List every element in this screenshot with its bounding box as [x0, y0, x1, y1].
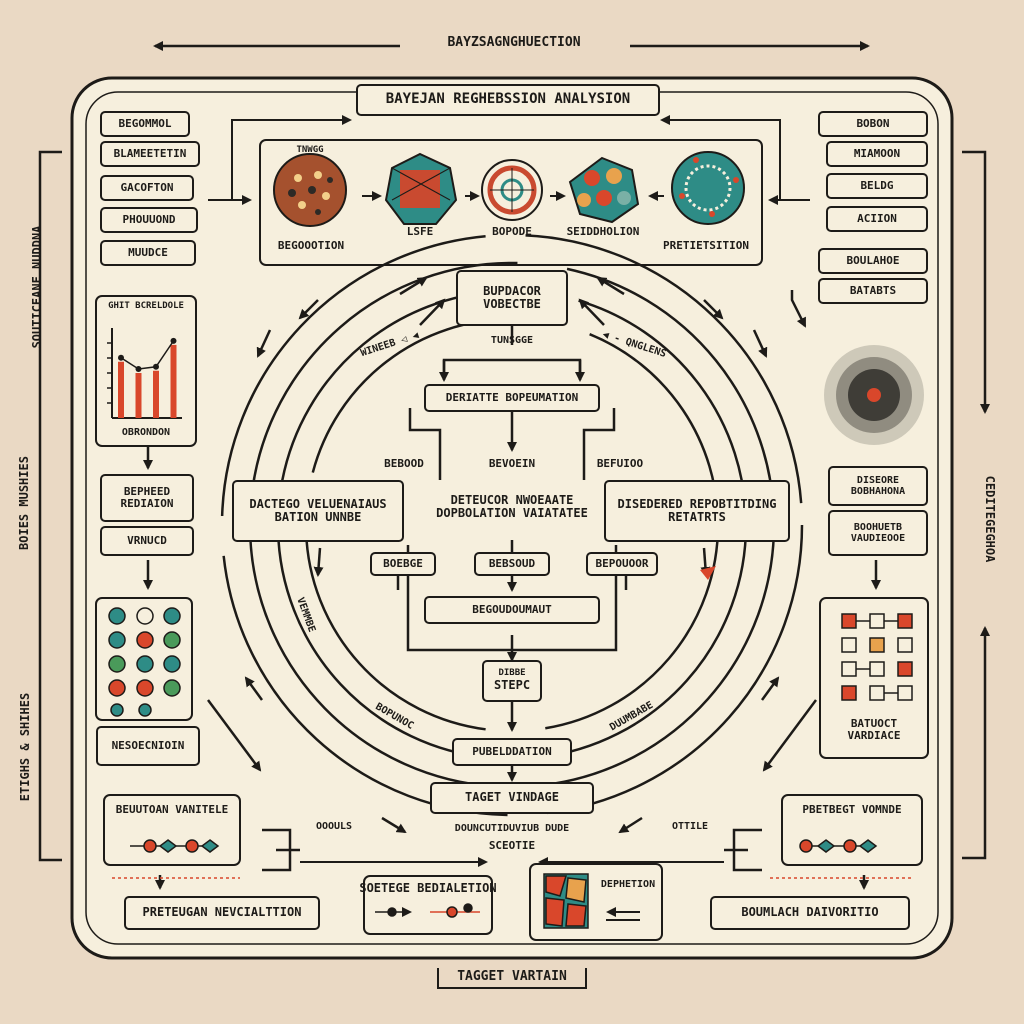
right-box-3: BATUOCT VARDIACE	[847, 717, 901, 742]
right-box-2: BOOHUETB VAUDIEOOE	[828, 510, 928, 556]
network-icon-5	[671, 151, 745, 225]
bottom-mid-right-label: DEPHETION	[600, 879, 656, 890]
left-box-3: NESOECNIOIN	[96, 726, 200, 766]
center-small-right2: BEPOUOOR	[586, 552, 658, 576]
bottom-mid-left-panel	[363, 875, 493, 935]
center-steps-small: DIBBE	[498, 668, 526, 679]
chart-bar-2	[135, 373, 142, 418]
chart-title: GHIT BCRELDOLE	[108, 301, 184, 311]
center-top-box: BUPDACOR VOBECTBE	[456, 270, 568, 326]
side-label-left-top: SOUTICEANE NUDDNA	[30, 225, 44, 349]
network-icon-1	[273, 153, 347, 227]
left-list-item-5: MUUDCE	[100, 240, 196, 266]
center-left-wide: DACTEGO VELUENAIAUS BATION UNNBE	[232, 480, 404, 542]
network-icon-4	[568, 156, 640, 224]
side-label-left-mid: BOIES MUSHIES	[17, 456, 31, 550]
left-list-item-1: BEGOMMOL	[100, 111, 190, 137]
center-small-mid1: BEVOEIN	[488, 457, 536, 470]
right-outer-arrow-up	[962, 626, 990, 860]
side-label-left-bottom: ETIGHS & SHIHES	[18, 692, 32, 802]
dark-cloud-center	[867, 388, 881, 402]
center-target-box: TAGET VINDAGE	[430, 782, 594, 814]
chart-xlabel: OBRONDON	[121, 427, 171, 438]
bottom-right-bottom-box: BOUMLACH DAIVORITIO	[710, 896, 910, 930]
bottom-left-bottom-box: PRETEUGAN NEVCIALTTION	[124, 896, 320, 930]
network-icon-2	[384, 152, 458, 225]
side-label-right-mid: CEDITEGEGHOA	[983, 475, 997, 563]
center-pub-box: PUBELDDATION	[452, 738, 572, 766]
center-row1-box: DERIATTE BOPEUMATION	[424, 384, 600, 412]
center-right-wide: DISEDERED REPOBTITDING RETATRTS	[604, 480, 790, 542]
right-list-item-4: ACIION	[826, 206, 928, 232]
left-list-item-2: BLAMEETETIN	[100, 141, 200, 167]
chart-bar-4	[170, 344, 177, 418]
bottom-mid-left-label: SOETEGE BEDIALETION	[359, 881, 497, 895]
left-node-grid-nodes	[108, 607, 181, 717]
network-label-2: LSFE	[406, 225, 434, 238]
network-label-1: BEGOOOTION	[277, 239, 345, 252]
left-bar-chart	[95, 295, 197, 447]
right-list-item-2: MIAMOON	[826, 141, 928, 167]
chart-point-1	[118, 354, 124, 361]
left-outer-bracket	[38, 150, 62, 862]
bottom-left-top-label: BEUUTOAN VANITELE	[115, 803, 229, 816]
center-small-right1: BEFUIOO	[596, 457, 644, 470]
network-label-5: PRETIETSITION	[662, 239, 750, 252]
center-steps: STEPC	[493, 678, 531, 693]
top-title: BAYZSAGNGHUECTION	[447, 35, 581, 50]
network-label-3: BOPODE	[492, 225, 532, 238]
right-box-1: DISEORE BOBHAHONA	[828, 466, 928, 506]
chart-point-2	[135, 366, 142, 372]
center-mid-wide: DETEUCOR NWOEAATE DOPBOLATION VAIATATEE	[436, 493, 588, 520]
left-box-1: BEPHEED REDIAION	[100, 474, 194, 522]
center-ool-left: OOOULS	[315, 821, 353, 832]
center-small-left2: BOEBGE	[370, 552, 436, 576]
main-title: BAYEJAN REGHEBSSION ANALYSION	[356, 84, 660, 116]
center-steps-box: DIBBE STEPC	[482, 660, 542, 702]
right-list-item-6: BATABTS	[818, 278, 928, 304]
center-bottom1: DOUNCUTIDUVIUB DUDE	[454, 823, 570, 834]
right-outer-arrow-down	[962, 150, 990, 414]
center-bottom2: SCEOTIE	[488, 839, 536, 852]
network-label-4: SEIDDHOLION	[566, 225, 640, 238]
center-red-row: BEGOUDOUMAUT	[424, 596, 600, 624]
bottom-right-top-label: PBETBEGT VOMNDE	[802, 803, 902, 816]
bottom-title: TAGGET VARTAIN	[457, 969, 567, 984]
left-box-2: VRNUCD	[100, 526, 194, 556]
network-label-small: TNWGG	[296, 145, 324, 155]
center-ool-right: OTTILE	[671, 821, 709, 832]
right-list-item-5: BOULAHOE	[818, 248, 928, 274]
network-icon-3	[481, 159, 543, 221]
chart-trend-line	[120, 340, 175, 370]
center-top-sub: TUNSGGE	[490, 335, 534, 346]
center-small-mid2: BEBSOUD	[474, 552, 550, 576]
chart-bar-3	[153, 370, 159, 418]
left-list-item-3: GACOFTON	[100, 175, 194, 201]
left-list-item-4: PHOUUOND	[100, 207, 198, 233]
bottom-right-panel	[781, 794, 923, 866]
chart-point-3	[153, 363, 159, 370]
mosaic-icon	[543, 873, 589, 929]
outer-frame	[70, 76, 954, 960]
right-matrix-cells	[841, 613, 913, 701]
chart-bar-1	[118, 361, 124, 418]
center-small-left1: BEBOOD	[384, 457, 424, 470]
right-list-item-3: BELDG	[826, 173, 928, 199]
right-list-item-1: BOBON	[818, 111, 928, 137]
chart-point-4	[170, 337, 177, 344]
